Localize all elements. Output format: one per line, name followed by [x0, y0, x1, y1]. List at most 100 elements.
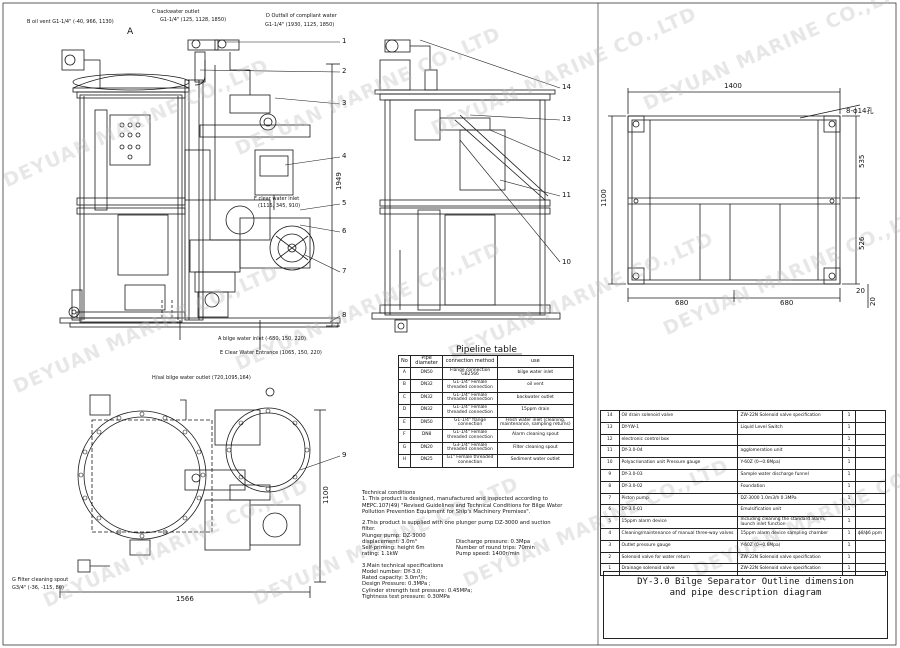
- dim-base-h1: 20: [856, 287, 865, 295]
- table-cell: Alarm cleaning spout: [496, 429, 575, 443]
- table-cell: G3-1/4" Female threaded connection: [442, 441, 498, 455]
- tech-heading: 3.Main technical specifications: [362, 562, 444, 569]
- table-cell: G1-1/4" Female threaded connection: [442, 404, 498, 418]
- callout: 1: [342, 37, 347, 45]
- table-cell: G1-1/4" flange connection: [442, 416, 498, 430]
- table-cell: [854, 551, 887, 565]
- table-cell: 3: [600, 539, 620, 553]
- dim-lower: 526: [858, 236, 866, 250]
- table-cell: DY-3.0-02: [618, 480, 739, 494]
- table-cell: 1: [842, 492, 856, 506]
- table-cell: Piston pump: [618, 492, 739, 506]
- table-cell: DY-3.0-04: [618, 445, 739, 459]
- label-c-backwater: C backwater outlet: [152, 9, 200, 15]
- table-cell: Liquid Level Switch: [737, 421, 844, 435]
- table-cell: oil vent: [496, 379, 575, 393]
- callout: 11: [562, 191, 571, 199]
- dim-height: 1949: [335, 172, 343, 190]
- label-d-outfall: D Outfall of compliant water: [266, 13, 337, 19]
- table-cell: [854, 410, 887, 423]
- dim-right-half: 680: [780, 299, 794, 307]
- table-cell: ZW-22N Solenoid valve specification: [737, 563, 844, 577]
- label-e-clear-water: E Clear Water Entrance (1065, 150, 220): [220, 350, 322, 356]
- tech-line: displacement: 3.0m³: [362, 538, 417, 545]
- table-cell: Foundation: [737, 480, 844, 494]
- tech-heading: Technical conditions: [362, 490, 416, 496]
- label-a-bilge-inlet: A bilge water inlet (-680, 150, 220): [218, 336, 306, 342]
- table-cell: 1: [842, 445, 856, 459]
- table-cell: 15ppm alarm device: [618, 516, 739, 529]
- dim-left-half: 680: [675, 299, 689, 307]
- table-cell: 11: [600, 445, 620, 459]
- table-cell: agglomeration unit: [737, 445, 844, 459]
- pipeline-table-title: Pipeline table: [456, 345, 517, 355]
- table-cell: Outlet pressure gauge: [618, 539, 739, 553]
- table-cell: Cleaning/maintenance of manual three-way…: [618, 527, 739, 541]
- tech-line: Rated capacity: 3.0m³/h;: [362, 575, 428, 581]
- table-cell: 2: [600, 551, 620, 565]
- tech-line: Plunger pump: DZ-3000: [362, 532, 426, 539]
- table-cell: DN8: [409, 429, 444, 443]
- table-cell: [854, 563, 887, 577]
- table-cell: 9: [600, 468, 620, 482]
- col-use: use: [496, 355, 575, 368]
- callout: 3: [342, 99, 347, 107]
- table-cell: [854, 421, 887, 435]
- table-cell: Y-60Z (0~0.6Mpa): [737, 539, 844, 553]
- table-cell: 14: [600, 410, 620, 423]
- table-cell: [854, 480, 887, 494]
- table-cell: [854, 516, 887, 529]
- table-cell: Emulsification unit: [737, 504, 844, 518]
- label-h-outlet: H/sal bilge water outlet (720,1095,164): [152, 375, 251, 381]
- callout: 7: [342, 267, 347, 275]
- table-cell: DN25: [409, 454, 444, 468]
- side-view: [371, 39, 561, 333]
- tech-line: Number of round trips: 70min: [456, 545, 535, 551]
- dim-base-depth: 1100: [600, 189, 608, 207]
- table-cell: DN32: [409, 379, 444, 393]
- table-cell: 15ppm drain: [496, 404, 575, 418]
- table-cell: Sample water discharge funnel: [737, 468, 844, 482]
- col-connection: connection method: [442, 355, 498, 368]
- dim-depth-top: 1100: [322, 486, 330, 504]
- table-cell: Y-60Z (0~0.6Mpa): [737, 457, 844, 470]
- table-cell: 1: [842, 457, 856, 470]
- table-cell: Including cleaning the standard alarm, l…: [737, 516, 844, 529]
- table-cell: 5: [600, 516, 620, 529]
- table-cell: Fresh water inlet (cleaning, maintenance…: [496, 416, 575, 430]
- tech-line: Self-priming: height 6m: [362, 545, 425, 551]
- tech-line: filter.: [362, 526, 376, 533]
- front-view: [59, 39, 341, 350]
- table-cell: 1: [842, 539, 856, 553]
- table-cell: 1: [842, 480, 856, 494]
- dim-upper: 535: [858, 154, 866, 168]
- section-marker: A: [127, 27, 134, 37]
- table-cell: 1: [842, 551, 856, 565]
- callout: 10: [562, 258, 571, 266]
- tech-line: Model number: DY-3.0;: [362, 568, 423, 575]
- table-cell: E: [398, 416, 411, 430]
- table-cell: [854, 504, 887, 518]
- table-cell: F: [398, 429, 411, 443]
- col-no: No: [398, 355, 411, 368]
- top-view: [59, 387, 326, 598]
- dim-base-width: 1400: [724, 82, 742, 90]
- title-block: DY-3.0 Bilge Separator Outline dimension…: [603, 571, 888, 639]
- tech-line: Tightness test pressure: 0.30MPa: [362, 593, 450, 600]
- table-cell: backwater outlet: [496, 391, 575, 405]
- label-c-coord: G1-1/4" (125, 1128, 1850): [160, 17, 227, 23]
- table-cell: ZW-22N Solenoid valve specification: [737, 551, 844, 565]
